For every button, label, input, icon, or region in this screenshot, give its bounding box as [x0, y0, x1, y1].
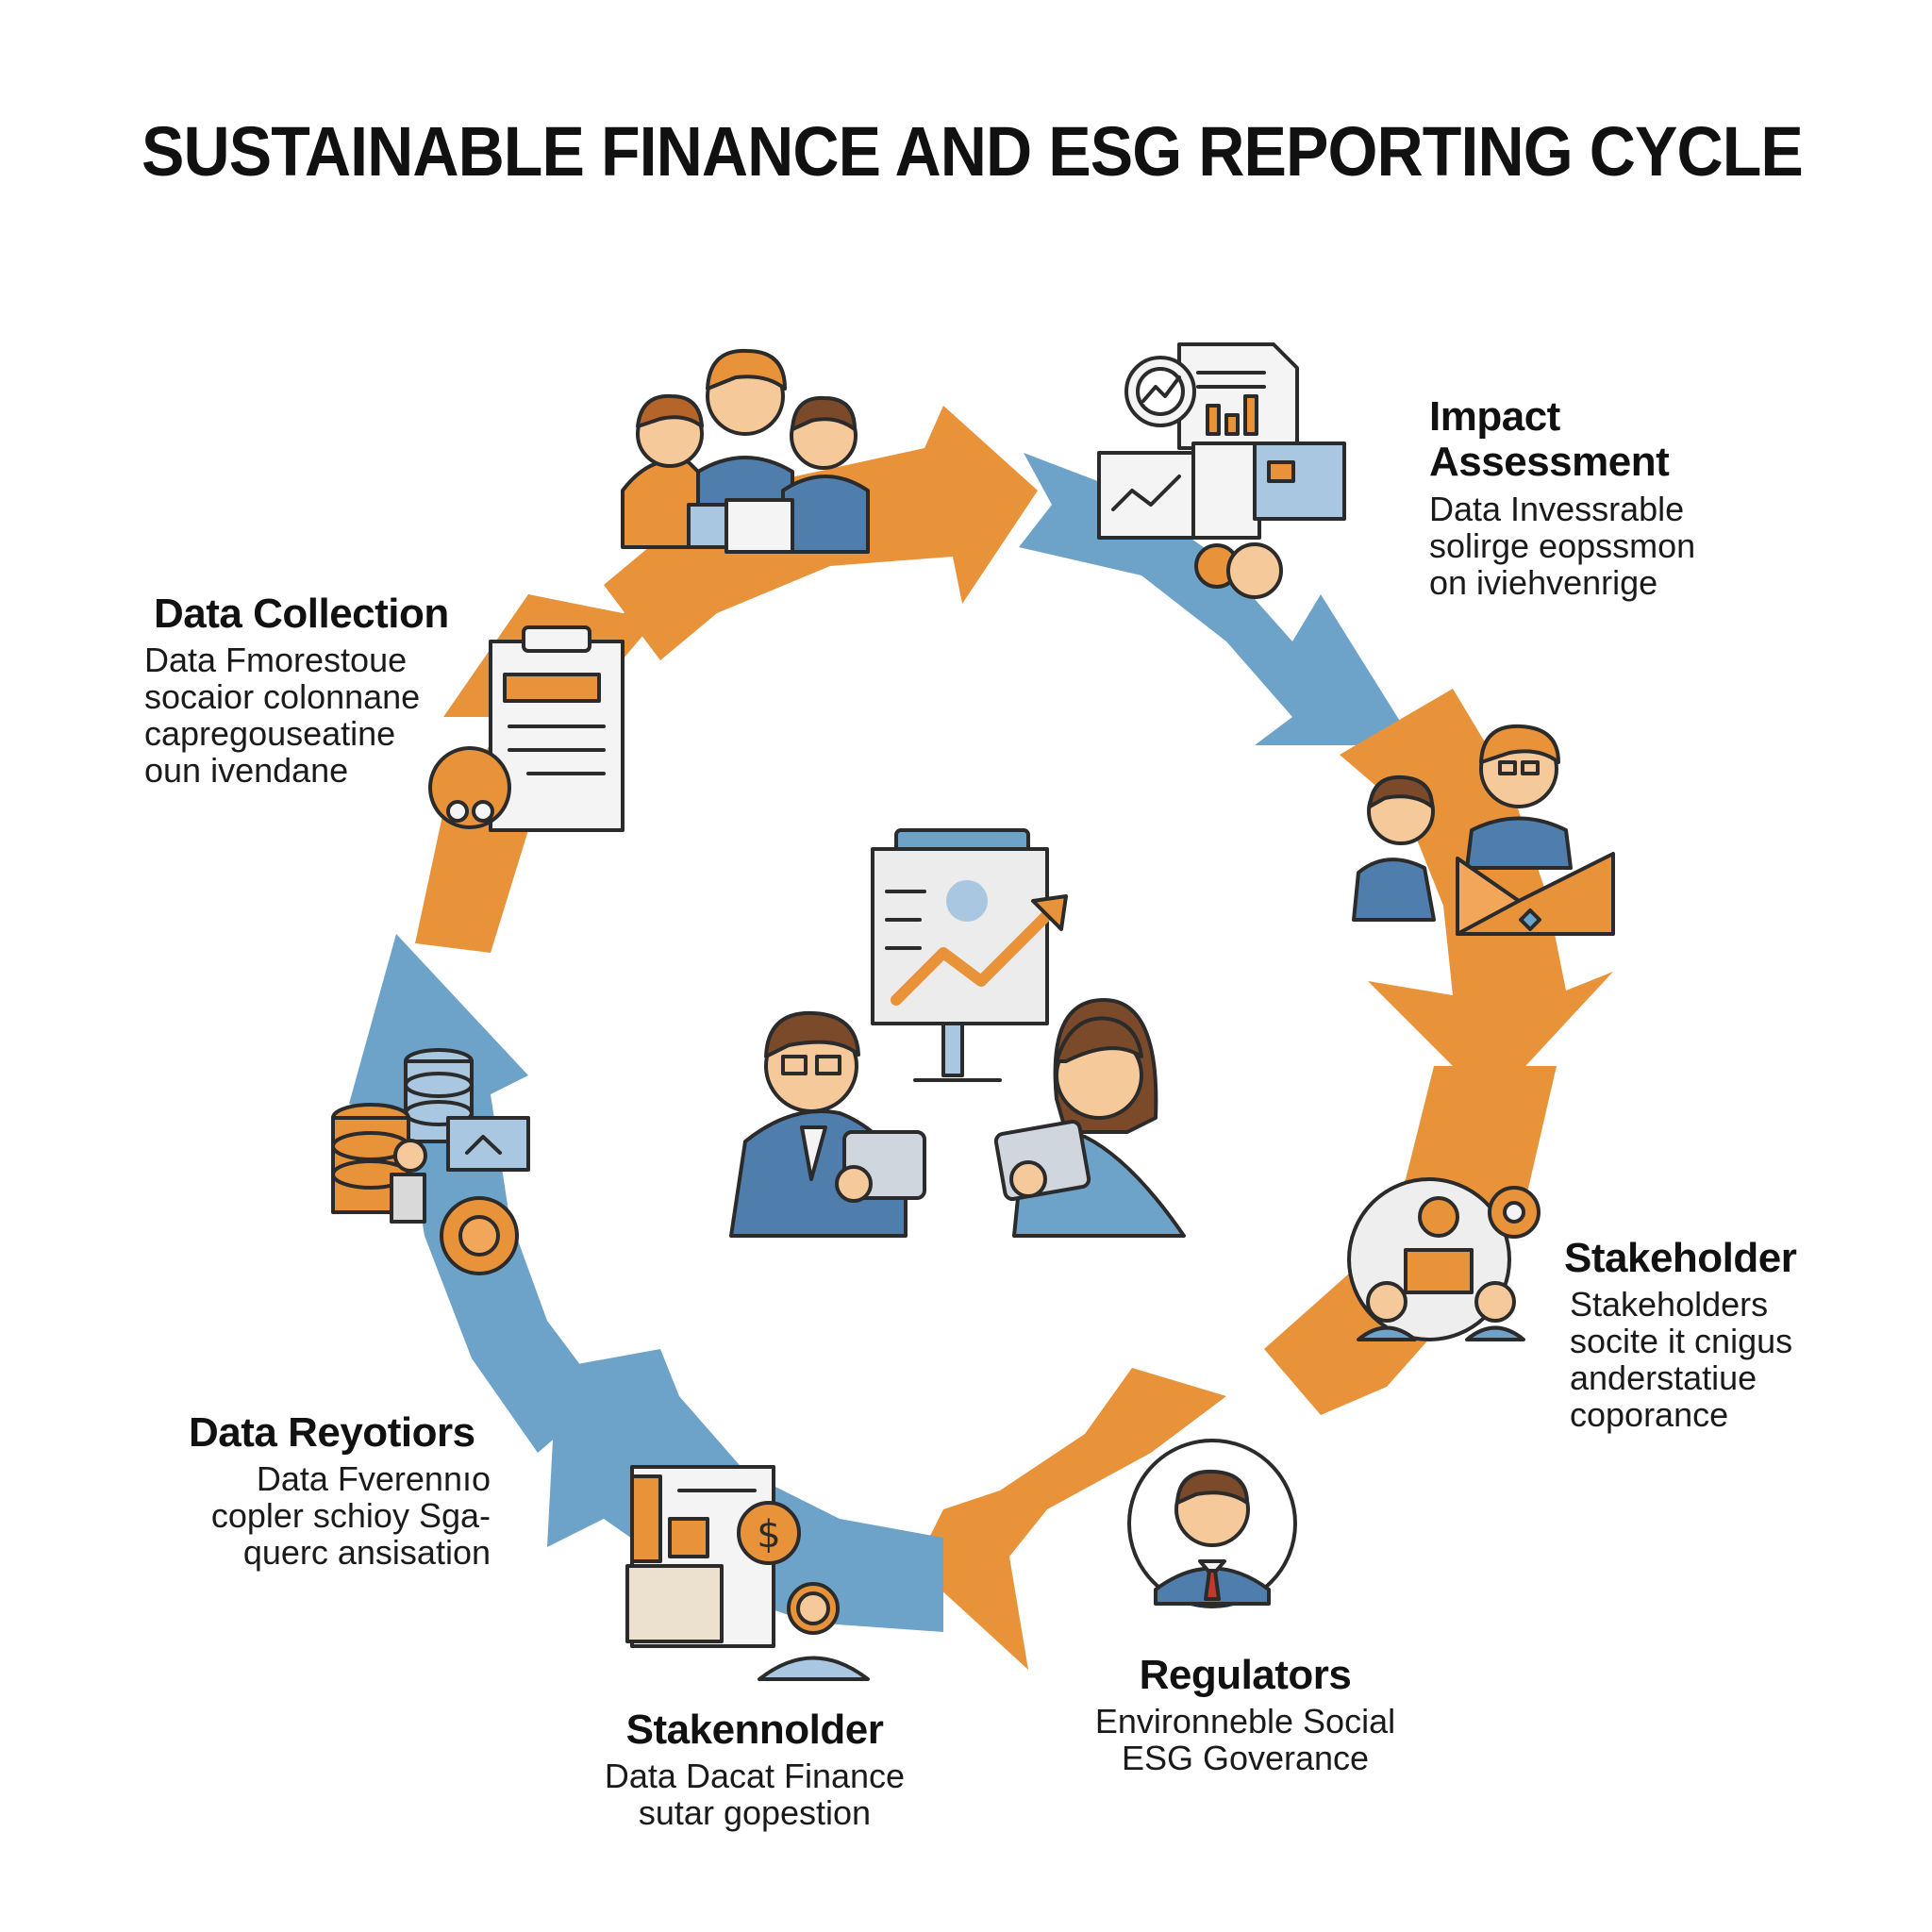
finance-report-icon: $ [625, 1465, 870, 1681]
svg-text:$: $ [757, 1513, 780, 1557]
stage-label-data-collection: Data Collection Data Fmorestoue socaior … [144, 591, 449, 790]
stage-description-line: Data Fverennıo [256, 1459, 491, 1499]
stage-description-line: ESG Goverance [1121, 1739, 1370, 1778]
stage-description-line: oun ivendane [144, 751, 349, 791]
stage-description-line: Data Dacat Finance [604, 1757, 906, 1796]
stage-description-line: Data Invessrable [1429, 489, 1685, 528]
cycle-arrow [915, 1368, 1226, 1670]
stakeholder-group-icon [1347, 1177, 1541, 1341]
stage-description-line: socite it cnigus [1570, 1322, 1793, 1361]
database-coins-icon [331, 1048, 530, 1275]
page-title: SUSTAINABLE FINANCE AND ESG REPORTING CY… [142, 112, 1804, 191]
stage-title: Regulators [1139, 1652, 1352, 1698]
stage-title: Stakeholder [1564, 1235, 1797, 1281]
cycle-arrows [349, 406, 1613, 1670]
stage-label-stakeholder-bottom: Stakennolder Data Dacat Finance sutar go… [594, 1707, 915, 1832]
clipboard-icon [428, 625, 625, 832]
stage-description-line: querc ansisation [242, 1533, 491, 1573]
stage-description-line: coporance [1570, 1395, 1729, 1435]
stage-title: Data Reyotiors [189, 1409, 475, 1456]
stage-title-line: Assessment [1429, 439, 1670, 486]
stage-description-line: solirge eopssmon [1429, 525, 1696, 565]
stage-description-line: Environneble Social [1094, 1702, 1396, 1741]
team-icon [621, 348, 870, 554]
stage-label-impact-assessment: Impact Assessment Data Invessrable solir… [1429, 393, 1696, 602]
stage-description-line: anderstatiue [1570, 1358, 1757, 1398]
reviewers-icon [1352, 724, 1615, 936]
regulator-icon [1127, 1439, 1297, 1608]
stage-description-line: copler schioy Sga- [210, 1496, 491, 1536]
stage-description-line: Stakeholders [1570, 1285, 1769, 1324]
stage-title: Stakennolder [625, 1707, 884, 1753]
presentation-icon [729, 828, 1186, 1238]
report-charts-icon [1097, 342, 1346, 599]
stage-description-line: Data Fmorestoue [144, 641, 408, 680]
stage-label-stakeholder-right: Stakeholder Stakeholders socite it cnigu… [1564, 1235, 1797, 1435]
stage-title-line: Impact [1429, 393, 1560, 440]
stage-description-line: socaior colonnane [144, 677, 421, 717]
stage-description-line: sutar gopestion [638, 1793, 872, 1833]
stage-description-line: capregouseatine [144, 714, 396, 754]
stage-description-line: on iviehvenrige [1429, 562, 1658, 602]
stage-label-regulators: Regulators Environneble Social ESG Gover… [1075, 1652, 1415, 1778]
stage-label-data-reyotiors: Data Reyotiors Data Fverennıo copler sch… [189, 1409, 491, 1573]
stage-title: Data Collection [154, 591, 449, 637]
stage-title: Impact Assessment [1429, 393, 1695, 486]
